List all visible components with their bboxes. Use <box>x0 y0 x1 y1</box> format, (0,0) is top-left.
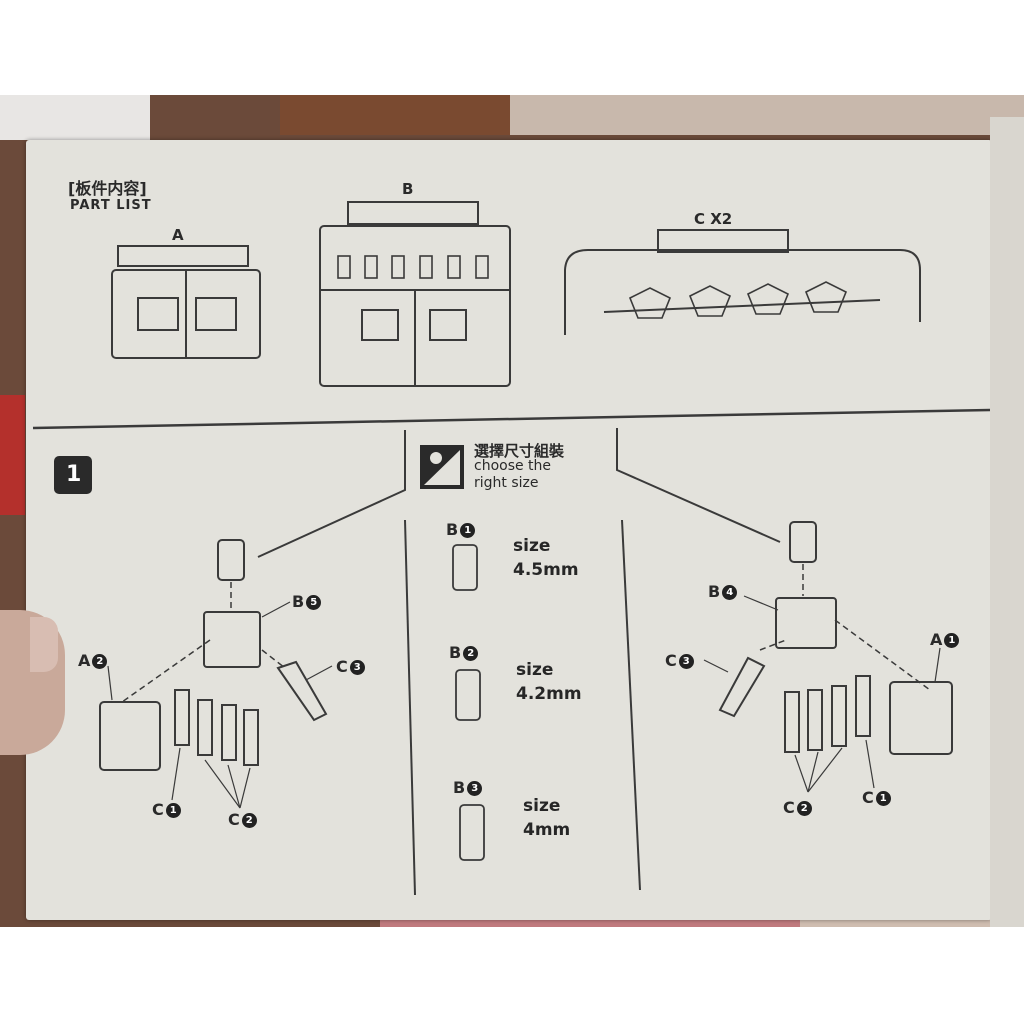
size-part-b1-num: 1 <box>460 523 476 538</box>
red-object <box>0 395 25 515</box>
part-list-title-cn: [板件内容] <box>68 179 147 198</box>
size-label-b1: size <box>513 536 551 556</box>
wall-right <box>510 95 1024 135</box>
size-part-b2-num: 2 <box>463 646 479 661</box>
size-label-b3: size <box>523 796 561 816</box>
runner-c-frame <box>564 249 921 335</box>
step-box <box>54 456 92 494</box>
size-part-b3-num: 3 <box>467 781 483 796</box>
wood-furniture <box>280 95 510 135</box>
size-value-b2: 4.2mm <box>516 684 582 704</box>
box-side <box>990 117 1024 927</box>
step-number: 1 <box>66 462 82 487</box>
runner-c-label: C X2 <box>694 210 733 228</box>
thumb-nail <box>30 617 58 672</box>
part-b2-drawing <box>455 669 481 721</box>
size-value-b1: 4.5mm <box>513 560 579 580</box>
choose-size-en-1: choose the <box>474 458 552 474</box>
size-value-b3: 4mm <box>523 820 571 840</box>
part-list-title-en: PART LIST <box>70 198 152 213</box>
choose-size-en-2: right size <box>474 475 539 491</box>
size-label-b2: size <box>516 660 554 680</box>
white-cloth <box>0 95 150 140</box>
choose-size-cn: 選擇尺寸組裝 <box>474 442 565 460</box>
part-b1-drawing <box>452 544 478 591</box>
runner-a-label: A <box>172 226 184 244</box>
part-b3-drawing <box>459 804 485 861</box>
choose-size-icon <box>420 445 464 489</box>
runner-b-label: B <box>402 180 414 198</box>
